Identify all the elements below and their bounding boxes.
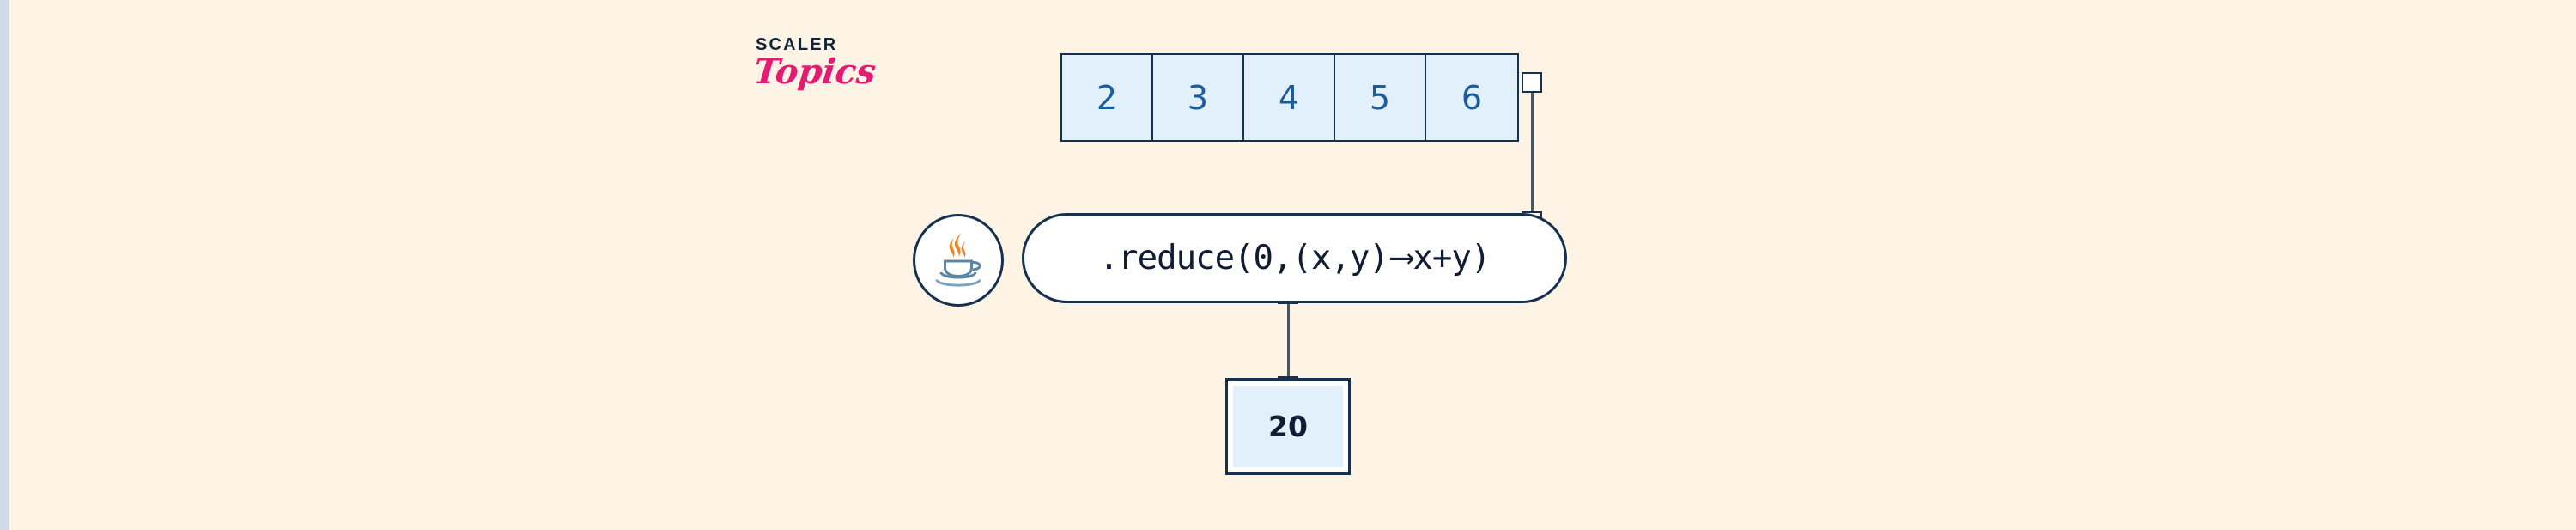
array-cell: 4 [1244, 55, 1335, 140]
input-stream-array: 2 3 4 5 6 [1060, 53, 1519, 142]
reduce-result-box: 20 [1225, 378, 1351, 475]
connector-line [1286, 304, 1290, 376]
reduce-expression-suffix: x+y) [1413, 239, 1491, 277]
logo-scaler-text: SCALER [756, 35, 838, 54]
connector-array-to-reduce [1522, 72, 1542, 232]
reduce-operation-box: .reduce(0,(x,y) ⟶ x+y) [1022, 213, 1567, 303]
java-icon [913, 214, 1004, 307]
array-cell: 2 [1062, 55, 1153, 140]
logo-topics-text: Topics [751, 52, 878, 92]
array-cell: 6 [1426, 55, 1517, 140]
java-logo-glyph [935, 233, 981, 287]
reduce-expression: .reduce(0,(x,y) ⟶ x+y) [1098, 238, 1492, 277]
connector-node-top [1522, 72, 1542, 93]
reduce-result-value: 20 [1233, 386, 1343, 467]
right-arrow-icon: ⟶ [1391, 238, 1413, 277]
left-gutter-strip [0, 0, 9, 530]
array-cell: 5 [1335, 55, 1426, 140]
reduce-expression-prefix: .reduce(0,(x,y) [1098, 239, 1389, 277]
connector-line [1530, 93, 1534, 211]
array-cell: 3 [1153, 55, 1244, 140]
scaler-topics-logo: SCALER Topics [751, 35, 910, 113]
